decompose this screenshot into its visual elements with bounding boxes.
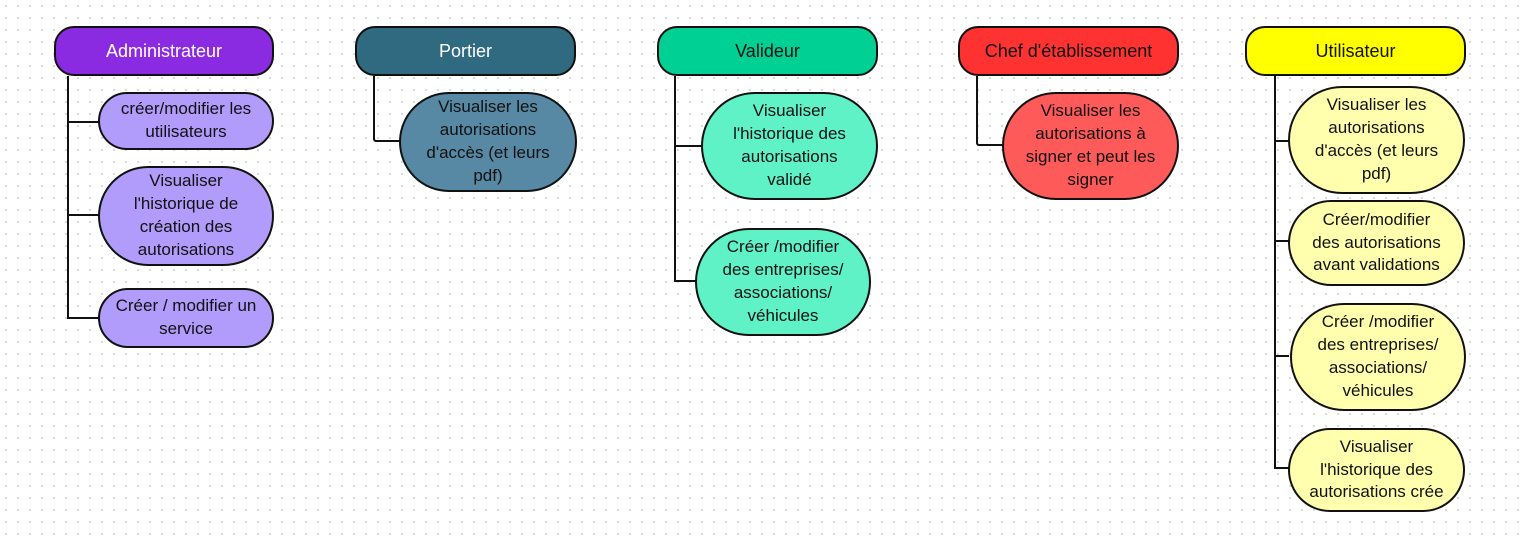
connector-branch bbox=[674, 280, 696, 282]
task-node-portier-view-authorizations: Visualiser les autorisations d'accès (et… bbox=[399, 92, 577, 192]
task-node-admin-manage-service: Créer / modifier un service bbox=[98, 288, 274, 348]
task-node-chef-sign-authorizations: Visualiser les autorisations à signer et… bbox=[1002, 92, 1179, 200]
connector-branch bbox=[1274, 140, 1289, 142]
role-header-chef-etablissement: Chef d'établissement bbox=[958, 26, 1179, 76]
connector-branch bbox=[1274, 355, 1289, 357]
connector-branch bbox=[67, 317, 99, 319]
connector-branch bbox=[674, 145, 702, 147]
connector-branch bbox=[67, 121, 99, 123]
connector-trunk bbox=[1274, 76, 1276, 469]
role-header-valideur: Valideur bbox=[657, 26, 878, 76]
connector-elbow bbox=[976, 76, 1005, 146]
connector-branch bbox=[1274, 240, 1289, 242]
task-node-admin-manage-users: créer/modifier les utilisateurs bbox=[98, 92, 274, 150]
task-node-admin-creation-history: Visualiser l'historique de création des … bbox=[98, 166, 274, 266]
connector-trunk bbox=[67, 76, 69, 319]
connector-branch bbox=[67, 214, 99, 216]
connector-trunk bbox=[674, 76, 676, 282]
task-node-utilisateur-manage-companies: Créer /modifier des entreprises/ associa… bbox=[1290, 303, 1466, 411]
connector-branch bbox=[1274, 467, 1289, 469]
role-header-administrateur: Administrateur bbox=[54, 26, 274, 76]
role-header-utilisateur: Utilisateur bbox=[1245, 26, 1466, 76]
connector-elbow bbox=[373, 76, 401, 142]
task-node-utilisateur-view-authorizations: Visualiser les autorisations d'accès (et… bbox=[1288, 86, 1465, 194]
task-node-utilisateur-created-history: Visualiser l'historique des autorisation… bbox=[1288, 428, 1465, 512]
task-node-utilisateur-manage-authorizations: Créer/modifier des autorisations avant v… bbox=[1288, 200, 1465, 286]
role-header-portier: Portier bbox=[355, 26, 576, 76]
task-node-valideur-manage-companies: Créer /modifier des entreprises/ associa… bbox=[695, 228, 871, 336]
task-node-valideur-validated-history: Visualiser l'historique des autorisation… bbox=[701, 92, 878, 200]
